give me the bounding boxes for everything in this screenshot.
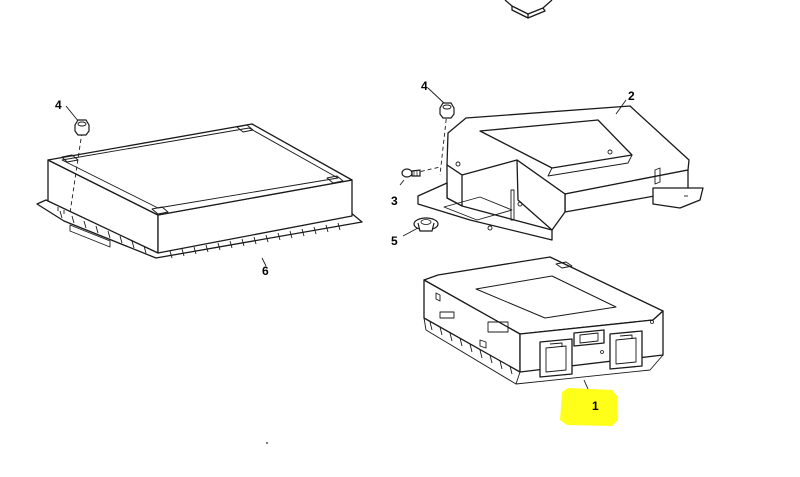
callout-part-1: 1 — [592, 399, 599, 413]
callout-part-4-right: 4 — [421, 79, 428, 93]
part-4-nut-right — [439, 102, 455, 119]
part-4-nut-left — [74, 119, 90, 136]
part-5-clip — [413, 217, 439, 232]
callout-part-4-left: 4 — [55, 98, 62, 112]
callout-part-5: 5 — [391, 234, 398, 248]
part-6-module — [36, 123, 363, 259]
callout-highlight — [560, 388, 618, 426]
stray-mark — [266, 442, 268, 444]
callout-part-6: 6 — [262, 264, 269, 278]
part-3-screw — [401, 168, 421, 178]
callout-part-2: 2 — [628, 89, 635, 103]
part-1-module — [423, 256, 664, 385]
part-2-bracket — [417, 105, 704, 241]
partial-part-top — [504, 0, 553, 19]
leader-lines-bracket — [399, 87, 627, 237]
callout-part-3: 3 — [391, 194, 398, 208]
leader-lines-left — [65, 105, 267, 267]
